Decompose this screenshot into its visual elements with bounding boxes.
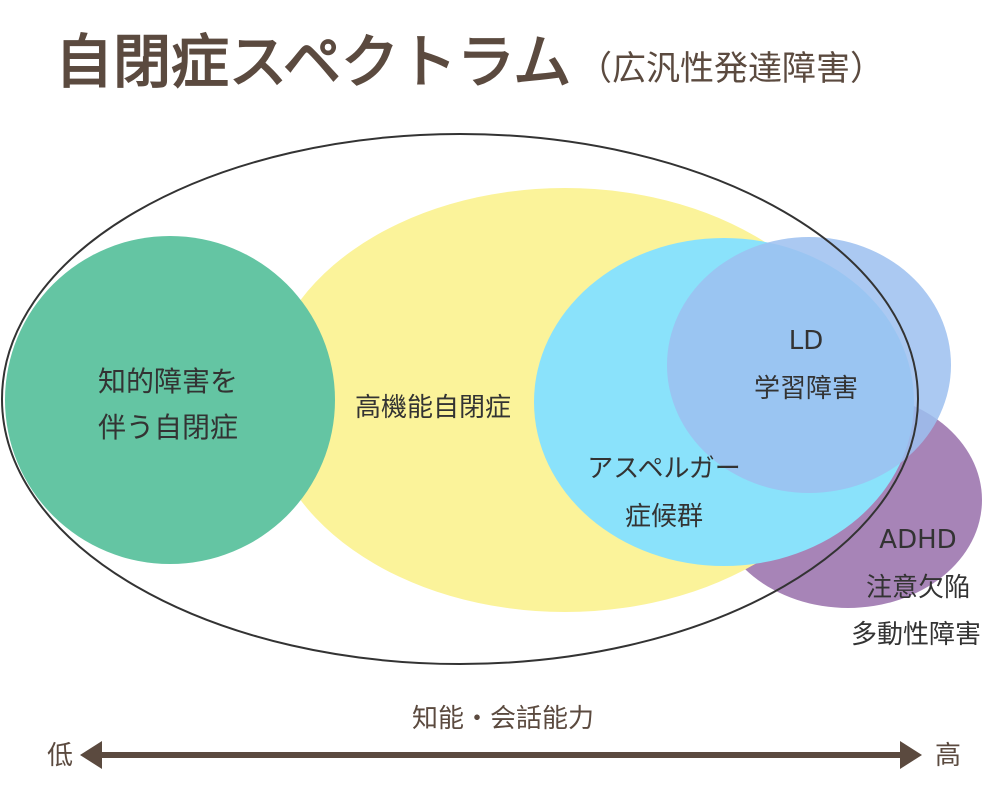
spectrum-outline bbox=[1, 133, 919, 665]
intellectual-disability-circle bbox=[5, 236, 335, 564]
high-functioning-label: 高機能自閉症 bbox=[355, 393, 511, 423]
title-main: 自閉症スペクトラム bbox=[55, 28, 571, 96]
adhd-label-line2: 注意欠陥 bbox=[866, 573, 970, 603]
axis-low-label: 低 bbox=[47, 741, 73, 771]
adhd-label-line3: 多動性障害 bbox=[851, 620, 981, 650]
intellectual-disability-label-line2: 伴う自閉症 bbox=[98, 411, 238, 444]
axis-label: 知能・会話能力 bbox=[412, 704, 594, 734]
asperger-label-line2: 症候群 bbox=[625, 502, 703, 532]
ld-ellipse bbox=[667, 237, 951, 493]
title-sub: （広汎性発達障害） bbox=[578, 49, 884, 89]
intellectual-disability-label-line1: 知的障害を bbox=[98, 365, 238, 398]
axis-high-label: 高 bbox=[935, 741, 961, 771]
asperger-label-line1: アスペルガー bbox=[587, 454, 740, 484]
ld-label-line2: 学習障害 bbox=[754, 374, 858, 404]
ld-label-line1: LD bbox=[789, 326, 824, 356]
axis-arrowhead-left bbox=[80, 741, 102, 769]
adhd-label-line1: ADHD bbox=[879, 525, 956, 555]
axis-arrowhead-right bbox=[900, 741, 922, 769]
